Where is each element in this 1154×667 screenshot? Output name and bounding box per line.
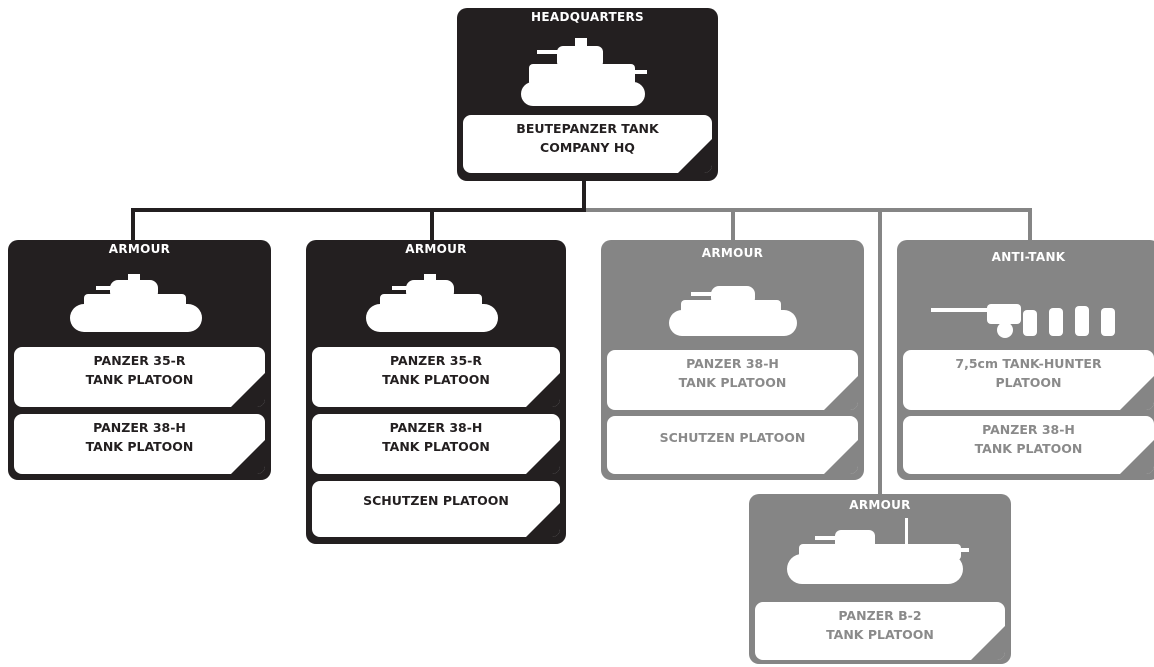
category-label: ANTI-TANK xyxy=(991,250,1066,264)
corner-notch xyxy=(526,373,560,407)
unit-card-panzer-38h[interactable]: PANZER 38-H TANK PLATOON xyxy=(14,414,265,474)
panzer-38h-tank-icon xyxy=(669,286,797,336)
hq-box: HEADQUARTERS BEUTEPANZER TANK COMPANY HQ xyxy=(457,8,718,181)
unit-card-panzer-38h[interactable]: PANZER 38-H TANK PLATOON xyxy=(607,350,858,410)
corner-notch xyxy=(971,626,1005,660)
category-label: ARMOUR xyxy=(405,242,467,256)
category-label: ARMOUR xyxy=(849,498,911,512)
unit-card-panzer-38h[interactable]: PANZER 38-H TANK PLATOON xyxy=(903,416,1154,474)
corner-notch xyxy=(678,139,712,173)
corner-notch xyxy=(231,373,265,407)
unit-card-panzer-38h[interactable]: PANZER 38-H TANK PLATOON xyxy=(312,414,560,474)
panzer-35r-tank-icon xyxy=(366,274,498,332)
panzer-35r-tank-icon xyxy=(70,274,202,332)
corner-notch xyxy=(1120,376,1154,410)
corner-notch xyxy=(824,376,858,410)
corner-notch xyxy=(526,503,560,537)
category-label: ARMOUR xyxy=(108,242,171,256)
anti-tank-group: ANTI-TANK 7,5cm TANK-HUNTER PLATOON PANZ… xyxy=(897,240,1154,480)
panzer-b2-tank-icon xyxy=(787,518,969,584)
unit-card-hq[interactable]: BEUTEPANZER TANK COMPANY HQ xyxy=(463,115,712,173)
armour-group-4: ARMOUR PANZER B-2 TANK PLATOON xyxy=(749,494,1011,664)
anti-tank-gun-crew-icon xyxy=(931,304,1115,338)
unit-card-schutzen[interactable]: SCHUTZEN PLATOON xyxy=(607,416,858,474)
armour-group-3: ARMOUR PANZER 38-H TANK PLATOON SCHUTZEN… xyxy=(601,240,864,480)
unit-card-panzer-35r[interactable]: PANZER 35-R TANK PLATOON xyxy=(14,347,265,407)
renault-tank-icon xyxy=(521,38,647,106)
corner-notch xyxy=(1120,440,1154,474)
category-label: ARMOUR xyxy=(701,246,764,260)
corner-notch xyxy=(824,440,858,474)
corner-notch xyxy=(231,440,265,474)
unit-card-tank-hunter[interactable]: 7,5cm TANK-HUNTER PLATOON xyxy=(903,350,1154,410)
unit-card-panzer-35r[interactable]: PANZER 35-R TANK PLATOON xyxy=(312,347,560,407)
corner-notch xyxy=(526,440,560,474)
unit-card-schutzen[interactable]: SCHUTZEN PLATOON xyxy=(312,481,560,537)
unit-card-panzer-b2[interactable]: PANZER B-2 TANK PLATOON xyxy=(755,602,1005,660)
armour-group-2: ARMOUR PANZER 35-R TANK PLATOON PANZER 3… xyxy=(306,240,566,544)
armour-group-1: ARMOUR PANZER 35-R TANK PLATOON PANZER 3… xyxy=(8,240,271,480)
category-label: HEADQUARTERS xyxy=(531,10,644,24)
